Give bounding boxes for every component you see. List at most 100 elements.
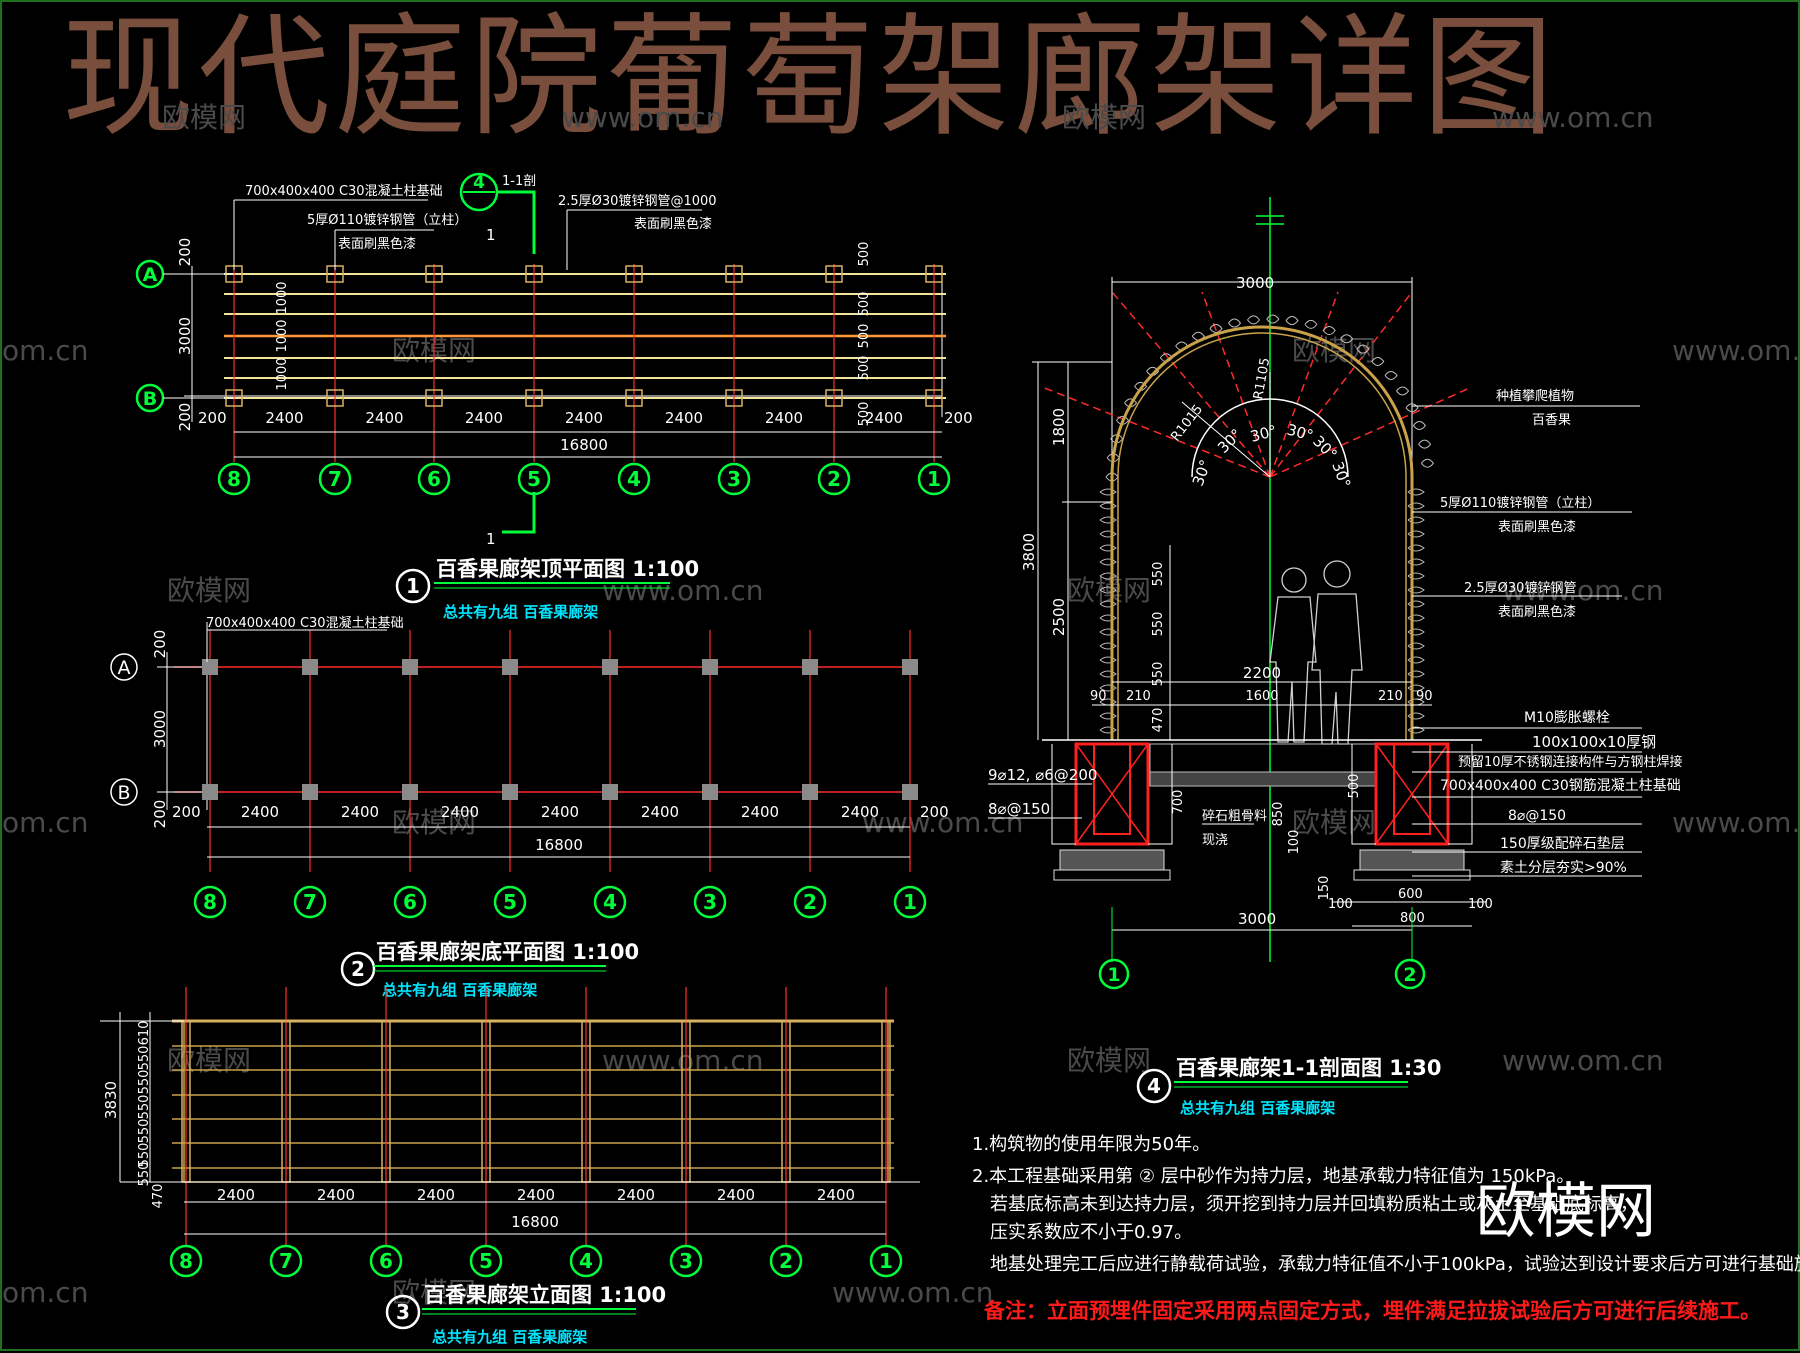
dim-right: 500	[857, 324, 872, 349]
dim-right: 500	[857, 356, 872, 381]
watermark-url: www.om.cn	[1492, 101, 1653, 134]
leaf	[1412, 421, 1427, 431]
axis-label-1: 1	[1107, 964, 1120, 986]
axis-label: 4	[627, 467, 641, 491]
axis-label: 5	[479, 1249, 493, 1273]
footing	[802, 659, 818, 675]
top-plan-view: A B 200 3000 200 1000 1000 1000 500 500 …	[135, 172, 973, 621]
leaf	[1099, 516, 1117, 524]
leaf	[1371, 356, 1385, 366]
dim-base: 470	[151, 1184, 166, 1209]
annotation: 预留10厚不锈钢连接构件与方钢柱焊接	[1458, 754, 1683, 770]
dim-width: 3000	[151, 710, 169, 748]
dim-edge: 200	[920, 803, 949, 821]
footing	[202, 659, 218, 675]
dim-row: 550	[137, 1070, 152, 1095]
footing	[702, 659, 718, 675]
leaf	[1099, 600, 1117, 608]
dim-bottom: 100	[1468, 897, 1493, 912]
axis-label: 3	[679, 1249, 693, 1273]
dim-span: 2400	[865, 409, 903, 427]
leaf	[1304, 319, 1318, 329]
note-paint2: 表面刷黑色漆	[634, 216, 712, 232]
watermark-url: www.om.cn	[1502, 1044, 1663, 1077]
axis-label: 1	[903, 890, 917, 914]
remark-text: 备注：立面预埋件固定采用两点固定方式，埋件满足拉拔试验后方可进行后续施工。	[983, 1299, 1761, 1323]
dim-span: 2400	[565, 409, 603, 427]
leaf	[1407, 586, 1425, 594]
post	[425, 265, 443, 283]
leaf	[1407, 544, 1425, 552]
axis-label: 8	[227, 467, 241, 491]
watermark-url: www.om.cn	[602, 574, 763, 607]
dim-span: 2400	[217, 1186, 255, 1204]
dim-right: 500	[857, 292, 872, 317]
dim-height-total: 3800	[1020, 533, 1038, 571]
dim-edge: 200	[198, 409, 227, 427]
annotation: 700x400x400 C30钢筋混凝土柱基础	[1440, 777, 1681, 794]
post	[825, 389, 843, 407]
axis-label: 1	[879, 1249, 893, 1273]
leaf	[1407, 502, 1425, 510]
trench	[1351, 744, 1376, 845]
leaf	[1322, 326, 1336, 335]
dim-total: 16800	[560, 436, 608, 454]
axis-bubble	[917, 462, 951, 496]
soil-layer	[1353, 869, 1471, 881]
dim-total: 16800	[535, 836, 583, 854]
people-silhouette	[1269, 560, 1363, 745]
dim-edge: 200	[151, 800, 169, 829]
axis-label-A: A	[143, 264, 158, 286]
leaf	[1116, 415, 1130, 425]
post	[525, 389, 543, 407]
axis-label: 3	[703, 890, 717, 914]
leaf	[1146, 366, 1160, 376]
dim-inner: 1000	[275, 281, 290, 314]
annotation: M10膨胀螺栓	[1524, 709, 1610, 726]
corner-logo: 欧模网	[1476, 1177, 1656, 1247]
view-subtitle: 总共有九组 百香果廊架	[382, 981, 537, 999]
dim-v: 550	[1151, 662, 1166, 687]
leaf	[1407, 572, 1425, 580]
post	[425, 389, 443, 407]
axis-bubble	[693, 885, 727, 919]
dim-span: 2400	[365, 409, 403, 427]
leaf	[1099, 726, 1117, 734]
gravel-note: 碎石粗骨料	[1202, 809, 1267, 824]
dim-right: 500	[857, 242, 872, 267]
view-number: 3	[396, 1300, 410, 1324]
axis-bubble	[669, 1244, 703, 1278]
dim-span: 2400	[441, 803, 479, 821]
dim-total: 16800	[511, 1213, 559, 1231]
dim-bottom: 100	[1328, 897, 1353, 912]
leaf	[1396, 386, 1410, 396]
section-label: 1-1剖	[502, 174, 536, 189]
watermark-url: www.om.cn	[1502, 574, 1663, 607]
leaf	[1099, 572, 1117, 580]
footing	[602, 784, 618, 800]
axis-label: 4	[579, 1249, 593, 1273]
leaf	[1228, 318, 1242, 328]
dim-span: 2400	[665, 409, 703, 427]
rebar-cage	[1393, 743, 1431, 835]
section-number: 4	[473, 173, 485, 193]
dim-row: 550	[137, 1143, 152, 1168]
axis-bubble	[517, 462, 551, 496]
axis-bubble	[217, 462, 251, 496]
watermark-text: 欧模网	[1067, 1044, 1151, 1077]
angle-label: 30°	[1309, 432, 1341, 464]
leaf	[1099, 684, 1117, 692]
dim-split: 210	[1378, 689, 1403, 704]
radius-label: R1015	[1168, 402, 1206, 444]
post	[725, 389, 743, 407]
leaf	[1191, 331, 1205, 341]
axis-label: 3	[727, 467, 741, 491]
watermark-url-short: om.cn	[2, 334, 88, 367]
dim-foot: 150	[1317, 876, 1332, 901]
leaf	[1099, 488, 1117, 496]
axis-label: 2	[803, 890, 817, 914]
post	[525, 265, 543, 283]
dim-row: 550	[137, 1046, 152, 1071]
annotation: 百香果	[1532, 413, 1571, 428]
